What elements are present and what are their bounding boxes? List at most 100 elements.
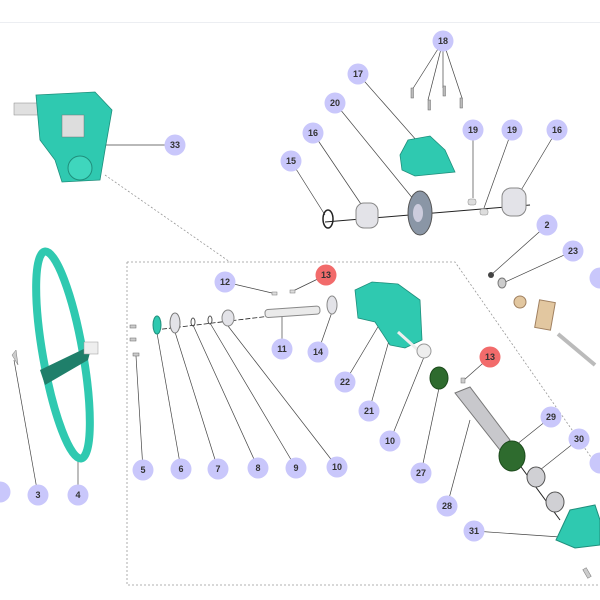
callout-21[interactable]: 21 <box>358 400 380 422</box>
callout-badge <box>132 459 154 481</box>
callout-11[interactable]: 11 <box>271 338 293 360</box>
callout-badge <box>546 119 568 141</box>
callout-badge <box>562 240 584 262</box>
gear-20[interactable] <box>407 190 433 236</box>
end-cap-31[interactable] <box>555 504 600 549</box>
leader-line <box>389 356 425 442</box>
callout-label: 2 <box>544 220 549 230</box>
callout-label: 31 <box>469 526 479 536</box>
washer-14[interactable] <box>326 295 338 315</box>
gearbox-assembly-33[interactable] <box>13 91 113 183</box>
callout-label: 10 <box>385 436 395 446</box>
callout-23[interactable]: 23 <box>562 240 584 262</box>
handwheel-4[interactable] <box>25 247 101 463</box>
callout-15[interactable]: 15 <box>280 150 302 172</box>
bolt-26[interactable] <box>556 332 597 367</box>
callout-13[interactable]: 13 <box>479 346 501 368</box>
callout-badge <box>462 119 484 141</box>
cover-17[interactable] <box>399 135 456 177</box>
callout-label: 12 <box>220 277 230 287</box>
shaft-11[interactable] <box>264 305 321 319</box>
callout-27[interactable]: 27 <box>410 462 432 484</box>
leader-line <box>227 325 338 468</box>
callout-13[interactable]: 13 <box>315 264 337 286</box>
callout-badge-clipped[interactable] <box>589 452 600 474</box>
callout-6[interactable]: 6 <box>170 458 192 480</box>
callout-4[interactable]: 4 <box>67 484 89 506</box>
callout-badge <box>379 430 401 452</box>
callout-badge-clipped[interactable] <box>589 267 600 289</box>
callout-30[interactable]: 30 <box>568 428 590 450</box>
callout-31[interactable]: 31 <box>463 520 485 542</box>
leader-line <box>473 530 561 538</box>
screws-5[interactable] <box>129 324 140 357</box>
washer-24[interactable] <box>513 295 527 309</box>
callout-10[interactable]: 10 <box>379 430 401 452</box>
callout-label: 11 <box>277 344 287 354</box>
callout-label: 30 <box>574 434 584 444</box>
bearing-7[interactable] <box>169 312 181 334</box>
callout-7[interactable]: 7 <box>207 458 229 480</box>
callout-19[interactable]: 19 <box>462 119 484 141</box>
callout-9[interactable]: 9 <box>285 457 307 479</box>
callout-badge <box>347 63 369 85</box>
plate-25[interactable] <box>534 299 556 331</box>
callout-label: 33 <box>170 140 180 150</box>
bushing-10[interactable] <box>221 309 235 327</box>
keys-19[interactable] <box>467 198 489 216</box>
bearing-32[interactable] <box>545 491 565 513</box>
pin-3[interactable] <box>11 349 19 366</box>
screw-13[interactable] <box>460 377 466 384</box>
reference-line <box>104 174 231 263</box>
bearing-16-right[interactable] <box>501 187 527 217</box>
gearbox-housing-21[interactable] <box>354 281 423 349</box>
callout-8[interactable]: 8 <box>247 457 269 479</box>
callout-label: 17 <box>353 69 363 79</box>
callout-badge <box>27 484 49 506</box>
seal-27[interactable] <box>429 366 449 390</box>
callout-16[interactable]: 16 <box>546 119 568 141</box>
callout-28[interactable]: 28 <box>436 495 458 517</box>
bushing-10-lower[interactable] <box>416 343 432 359</box>
callout-badge-clipped[interactable] <box>0 481 11 503</box>
callout-label: 4 <box>75 490 80 500</box>
callout-badge <box>436 495 458 517</box>
callout-label: 19 <box>507 125 517 135</box>
pin-12[interactable] <box>271 291 278 296</box>
callout-19[interactable]: 19 <box>501 119 523 141</box>
worm-shaft-28[interactable] <box>454 386 511 451</box>
nut-2[interactable] <box>488 272 494 278</box>
leader-line <box>368 329 393 412</box>
callout-10[interactable]: 10 <box>326 456 348 478</box>
callout-12[interactable]: 12 <box>214 271 236 293</box>
callout-14[interactable]: 14 <box>307 341 329 363</box>
screw-bottom[interactable] <box>582 567 592 579</box>
screws-18[interactable] <box>410 85 463 111</box>
callout-22[interactable]: 22 <box>334 371 356 393</box>
flange-6[interactable] <box>152 315 162 335</box>
callout-5[interactable]: 5 <box>132 459 154 481</box>
bearing-16-left[interactable] <box>355 202 379 229</box>
callout-badge <box>432 30 454 52</box>
o-ring-15[interactable] <box>322 209 334 229</box>
callout-17[interactable]: 17 <box>347 63 369 85</box>
washer-23[interactable] <box>497 277 507 289</box>
callout-badge <box>540 406 562 428</box>
callout-badge <box>568 428 590 450</box>
leader-line <box>446 419 471 507</box>
seal-29[interactable] <box>498 440 526 472</box>
bearing-30[interactable] <box>526 466 546 488</box>
callout-18[interactable]: 18 <box>432 30 454 52</box>
ring-8[interactable] <box>190 317 196 327</box>
callout-2[interactable]: 2 <box>536 214 558 236</box>
callout-label: 3 <box>35 490 40 500</box>
callout-29[interactable]: 29 <box>540 406 562 428</box>
callout-33[interactable]: 33 <box>164 134 186 156</box>
ring-9[interactable] <box>207 315 213 325</box>
callout-16[interactable]: 16 <box>302 122 324 144</box>
callout-3[interactable]: 3 <box>27 484 49 506</box>
callout-20[interactable]: 20 <box>324 92 346 114</box>
pin-13[interactable] <box>289 289 296 294</box>
callout-badge <box>214 271 236 293</box>
